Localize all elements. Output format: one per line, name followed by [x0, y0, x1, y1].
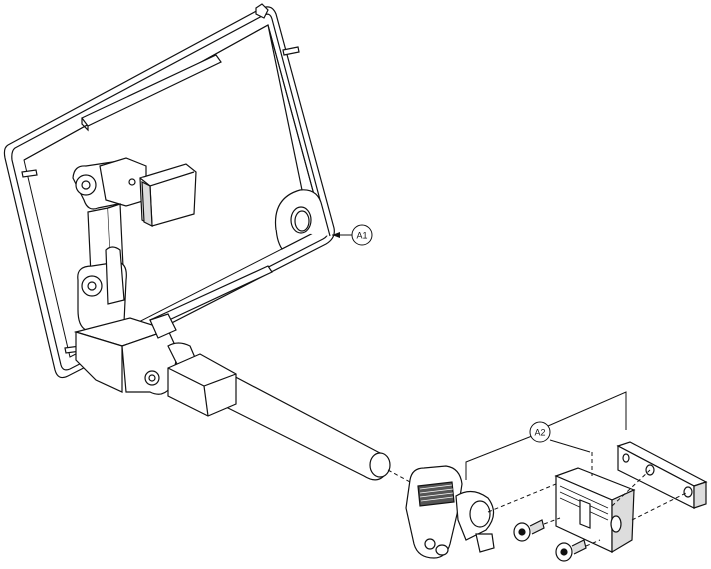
clamp-grip-lines — [419, 484, 454, 502]
mount-hinge-clip — [149, 313, 177, 339]
callout-a1-label: A1 — [356, 231, 367, 241]
socket-screw-lower — [555, 539, 587, 562]
callout-a2-bracket — [465, 391, 627, 480]
frame-top-rail — [81, 54, 222, 127]
socket-screw-upper — [513, 519, 545, 542]
callout-a1-circle — [351, 224, 373, 246]
clamp-ring-bore — [469, 500, 491, 528]
frame-bezel-edge — [11, 13, 329, 371]
clamp-tail — [475, 533, 495, 553]
plate-hole-1 — [622, 453, 630, 463]
rod-end-cap — [369, 452, 391, 478]
mount-block-assembly — [73, 313, 197, 395]
rod-assembly — [167, 353, 391, 481]
callout-a1: A1 — [332, 224, 373, 246]
callout-a2-circle — [529, 421, 551, 443]
clamp-pivot-hole-lower — [435, 544, 449, 556]
articulating-arm — [72, 157, 197, 331]
screw-lower-thread — [571, 539, 587, 555]
callout-a2: A2 — [529, 421, 551, 443]
arm-hinge-block — [99, 157, 147, 207]
clamp-pivot-hole-upper — [424, 538, 436, 550]
explode-lines — [487, 452, 689, 547]
receiver-side-face — [611, 489, 635, 554]
receiver-bore — [610, 515, 622, 533]
frame-pin-left — [21, 169, 38, 178]
rod-shaft — [211, 371, 390, 481]
plate-hole-3 — [683, 486, 693, 498]
mounting-plate — [616, 441, 708, 509]
arm-lower-joint — [105, 246, 125, 305]
receiver-clamp-block — [554, 467, 636, 554]
arm-hinge-screw — [128, 178, 136, 186]
mount-block-front — [75, 331, 123, 393]
frame-pin-top — [255, 3, 269, 19]
screw-upper-thread — [529, 519, 545, 535]
rod-to-clamp-dashed-line — [387, 469, 411, 483]
callout-a1-arrowhead — [332, 232, 340, 238]
callout-a2-label: A2 — [534, 428, 545, 438]
camera-head-side — [141, 181, 153, 227]
frame-pin-right — [282, 46, 300, 56]
receiver-slot — [579, 499, 591, 529]
cam-lever-clamp — [405, 465, 495, 559]
plate-end-face — [693, 481, 707, 509]
